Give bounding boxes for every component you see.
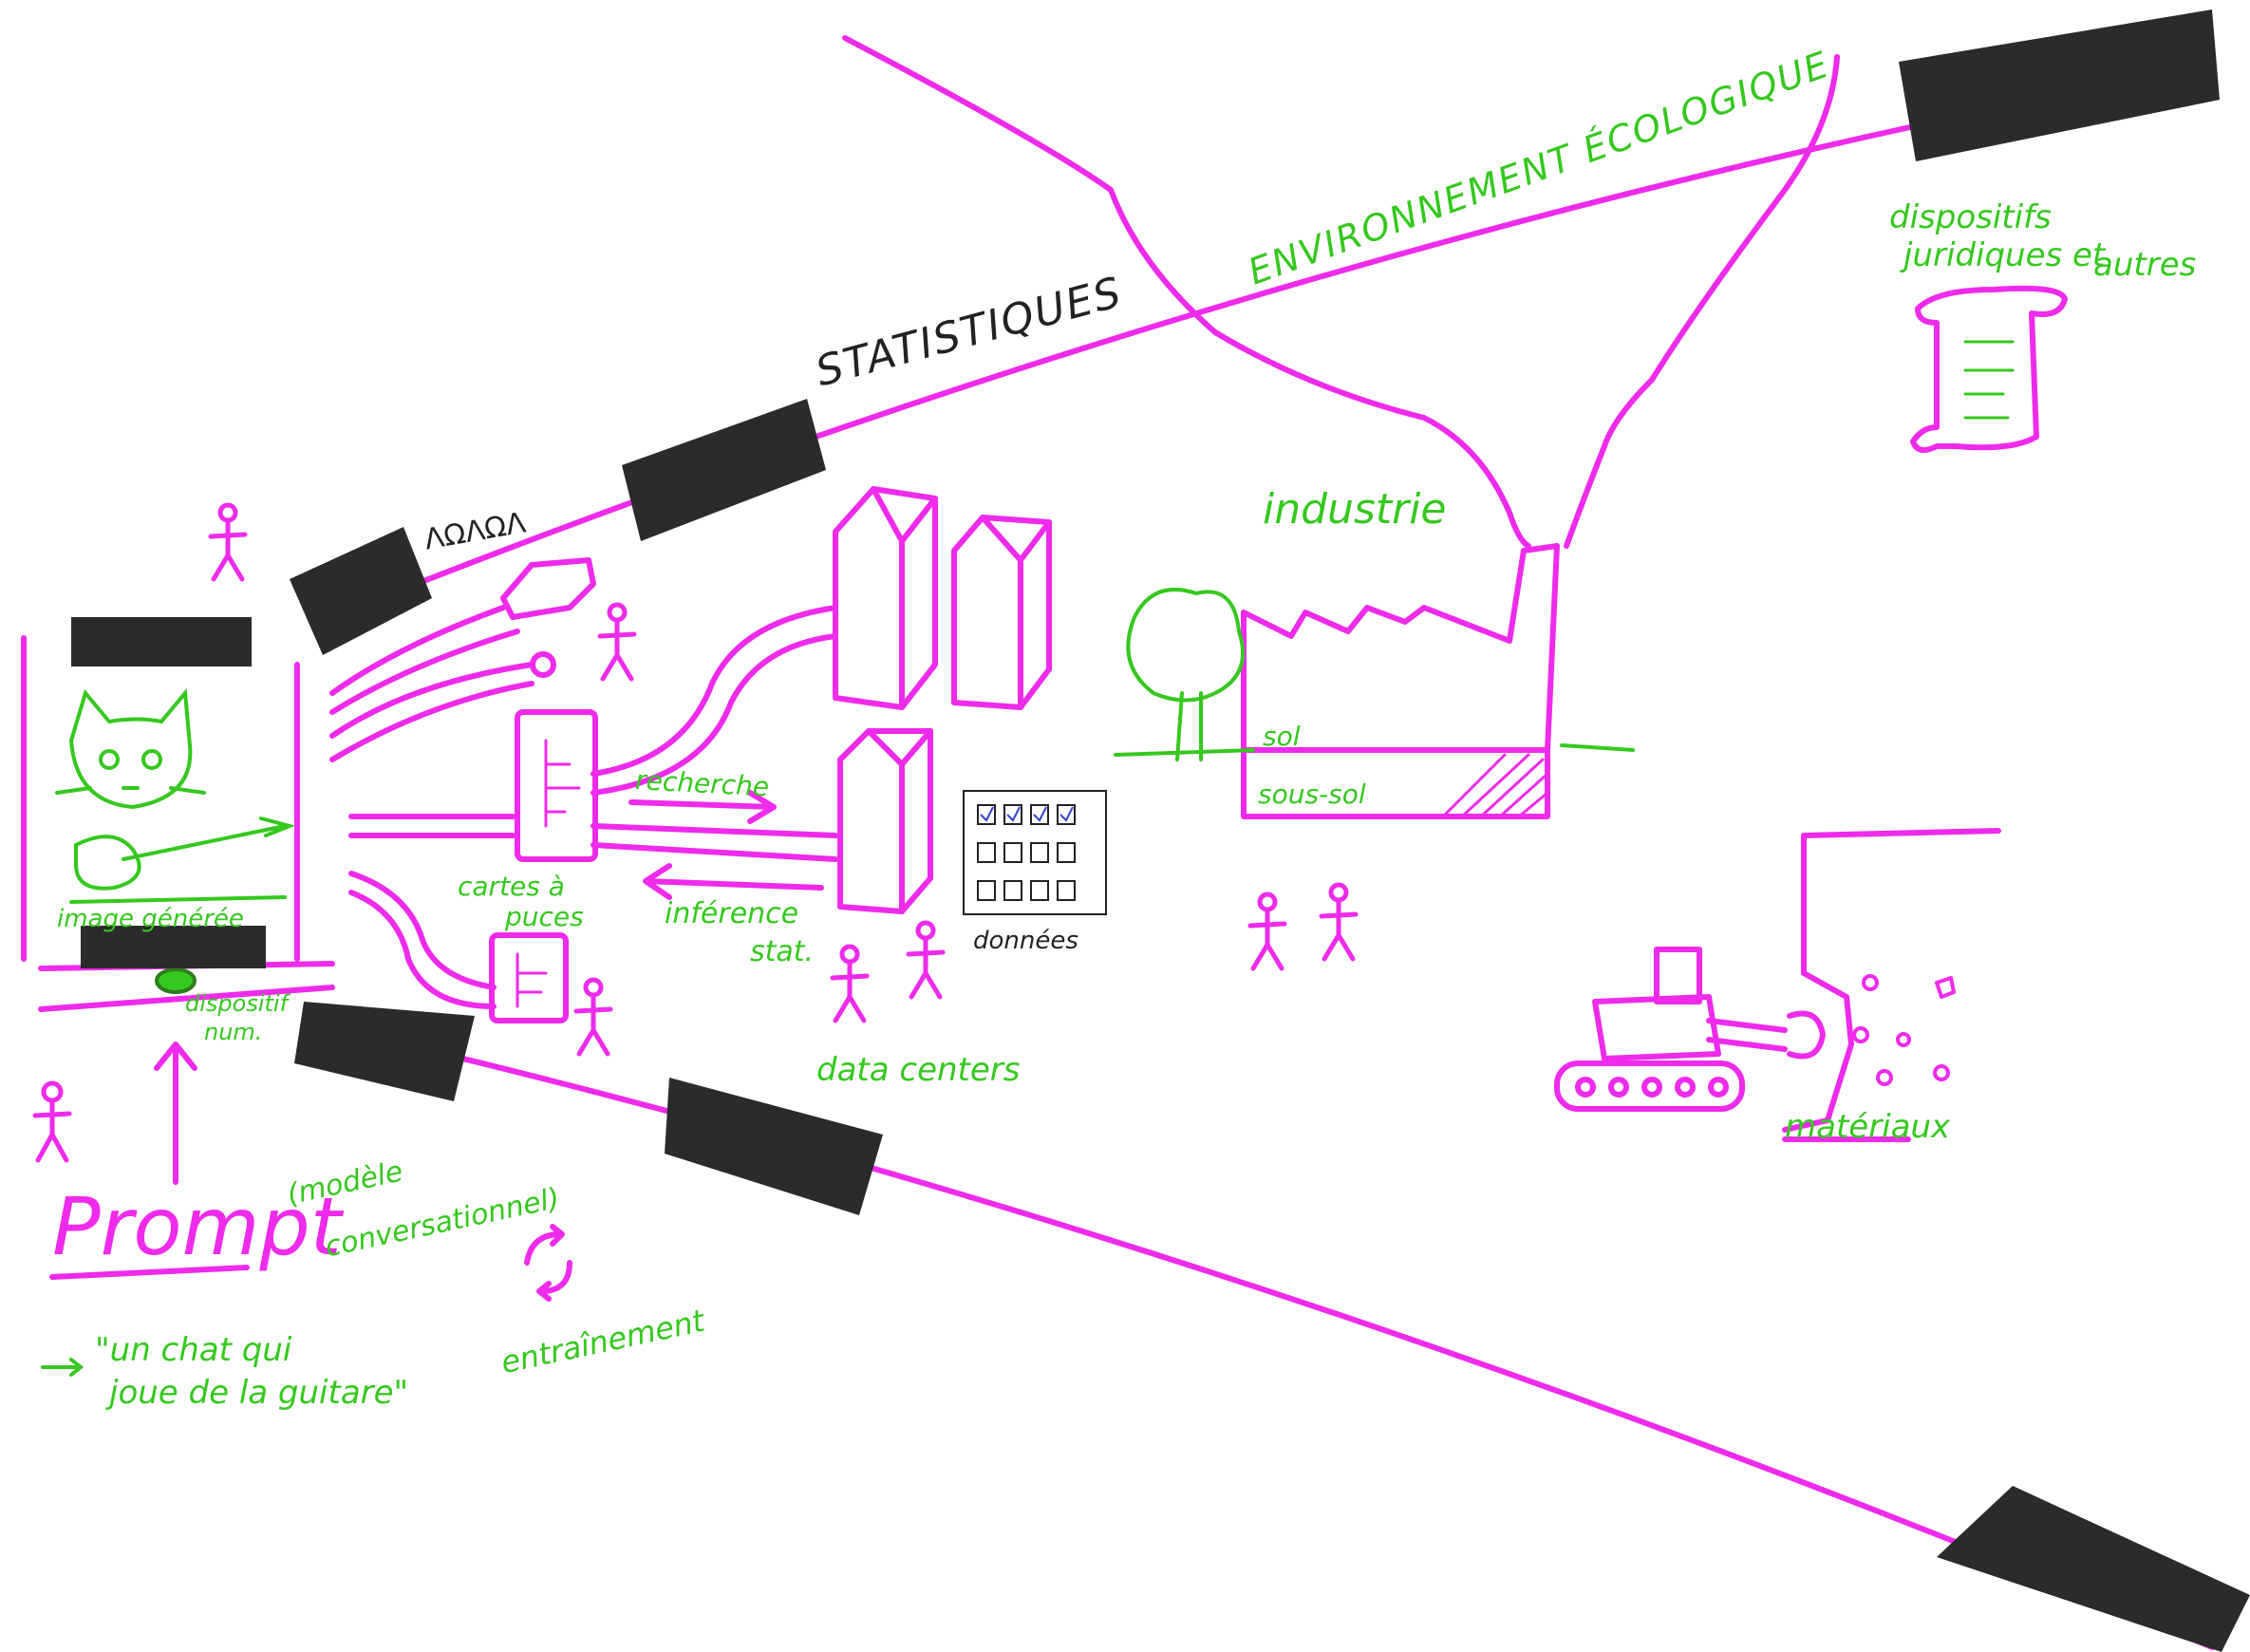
label-dispositif-num-line2: num. bbox=[204, 1019, 263, 1045]
excavator bbox=[1554, 947, 1826, 1112]
label-sol: sol bbox=[1263, 721, 1301, 752]
smoke-trail-right bbox=[1564, 54, 1840, 549]
quarry-wall bbox=[1782, 828, 2001, 1133]
label-quote-line1: "un chat qui bbox=[95, 1331, 292, 1369]
stick-figures bbox=[32, 502, 1359, 1163]
phone-home-button bbox=[155, 967, 197, 994]
censor-tapes bbox=[71, 9, 2250, 1652]
smoke-trail-left bbox=[842, 35, 1531, 549]
stick-figure-phone bbox=[208, 502, 248, 582]
stick-figure-ind2 bbox=[1319, 882, 1359, 962]
label-industrie: industrie bbox=[1263, 485, 1447, 534]
upper-perspective-line bbox=[329, 121, 1930, 620]
phone-screen-line bbox=[69, 895, 287, 904]
label-data-centers: data centers bbox=[816, 1051, 1021, 1089]
cat-drawing bbox=[55, 688, 206, 810]
label-cartes-line1: cartes à bbox=[458, 871, 565, 902]
factory bbox=[1241, 543, 1560, 819]
label-donnees: données bbox=[973, 927, 1078, 955]
jack-connector bbox=[530, 651, 556, 678]
data-grid bbox=[963, 790, 1107, 915]
chip-card-large bbox=[515, 709, 598, 862]
stick-figure-card bbox=[573, 977, 613, 1057]
prompt-underline bbox=[49, 1265, 250, 1280]
ground-line-right bbox=[1560, 743, 1635, 752]
server-rack-1 bbox=[833, 486, 938, 710]
label-cartes-line2: puces bbox=[505, 901, 584, 932]
stick-figure-ind1 bbox=[1247, 892, 1287, 971]
stick-figure-cable bbox=[597, 602, 637, 682]
legal-scroll bbox=[1910, 285, 2068, 453]
label-inference-line1: inférence bbox=[665, 897, 799, 930]
green-drawings bbox=[41, 587, 1635, 1377]
label-recherche: recherche bbox=[634, 764, 770, 803]
cable-bundle bbox=[329, 605, 838, 1009]
stick-figure-prompt bbox=[32, 1080, 72, 1163]
label-quote-line2: joue de la guitare" bbox=[109, 1374, 409, 1412]
guitar-drawing bbox=[74, 817, 296, 891]
label-dispositifs-line1: dispositifs bbox=[1889, 198, 2052, 236]
label-dispositif-num-line1: dispositif bbox=[185, 990, 289, 1017]
label-inference-line2: stat. bbox=[750, 935, 815, 968]
inference-arrow bbox=[643, 863, 824, 900]
rocks bbox=[1852, 974, 1956, 1086]
label-prompt: Prompt bbox=[52, 1180, 342, 1273]
label-dispositifs-line3: autres bbox=[2093, 246, 2197, 284]
label-sous-sol: sous-sol bbox=[1258, 779, 1366, 810]
recherche-arrow bbox=[628, 790, 777, 824]
usb-connector bbox=[500, 557, 596, 620]
training-loop-icon bbox=[524, 1224, 572, 1302]
tree-drawing bbox=[1114, 587, 1255, 761]
lower-perspective-line bbox=[320, 1023, 2215, 1650]
server-rack-3 bbox=[837, 728, 933, 914]
chip-card-small bbox=[489, 932, 569, 1023]
label-materiaux: matériaux bbox=[1785, 1108, 1951, 1146]
stick-figure-dc2 bbox=[906, 920, 946, 1000]
label-image-generee: image générée bbox=[57, 905, 244, 933]
stick-figure-dc1 bbox=[830, 944, 870, 1023]
label-dispositifs-line2: juridiques et bbox=[1903, 236, 2106, 274]
prompt-arrow bbox=[154, 1042, 197, 1185]
server-rack-2 bbox=[951, 515, 1052, 710]
quote-arrow bbox=[41, 1358, 84, 1377]
